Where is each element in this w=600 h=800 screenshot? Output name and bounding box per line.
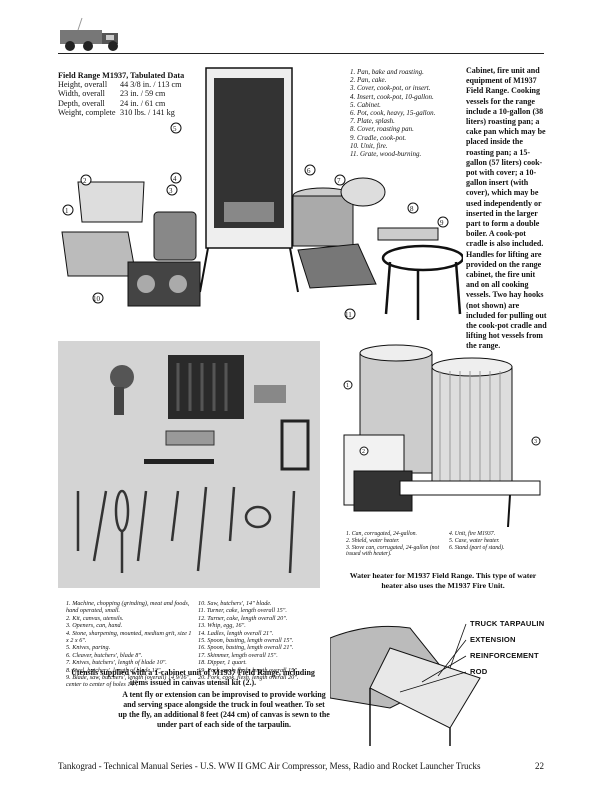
footer-text: Tankograd - Technical Manual Series - U.… (58, 761, 481, 771)
svg-text:8: 8 (410, 205, 414, 213)
list-item: 9. Blade, saw, butchers', length (overal… (66, 674, 191, 689)
list-item: 6. Pot, cook, heavy, 15-gallon. (350, 109, 436, 118)
list-item: 20. Fork, cook, flesh, length overall 20… (198, 674, 299, 682)
utensils-list-left: 1. Machine, chopping (grinding), meat an… (66, 600, 194, 689)
utensils-photo (58, 341, 320, 588)
tent-caption: A tent fly or extension can be improvise… (118, 690, 330, 729)
header-rule (58, 53, 544, 54)
list-item: 14. Ladles, length overall 21". (198, 629, 274, 637)
svg-text:3: 3 (534, 439, 537, 445)
list-item: 16. Spoon, basting, length overall 21". (198, 644, 294, 652)
list-item: 15. Spoon, basting, length overall 15". (198, 637, 294, 645)
list-item: 13. Whip, egg, 16". (198, 622, 246, 630)
svg-text:2: 2 (83, 177, 87, 185)
list-item: 7. Plate, splash. (350, 117, 395, 126)
tarp-label-tarpaulin: TRUCK TARPAULIN (470, 619, 545, 628)
list-item: 19. Fork, cook, flesh, length overall 15… (198, 666, 299, 674)
list-item: 3. Openers, can, hand. (66, 622, 123, 630)
list-item: 17. Skimmer, length overall 15". (198, 651, 278, 659)
svg-text:6: 6 (307, 167, 311, 175)
svg-text:4: 4 (173, 175, 177, 183)
svg-text:7: 7 (337, 177, 341, 185)
list-item: 5. Case, water heater. (449, 537, 500, 544)
list-item: 11. Turner, cake, length overall 15". (198, 607, 287, 615)
list-item: 1. Pan, bake and roasting. (350, 68, 424, 76)
svg-text:1: 1 (65, 207, 69, 215)
tarpaulin-diagram (330, 623, 481, 746)
page-footer: Tankograd - Technical Manual Series - U.… (58, 761, 544, 771)
list-item: 3. Stove can, corrugated, 24-gallon (not… (346, 544, 440, 558)
list-item: 7. Knives, butchers', length of blade 10… (66, 659, 167, 667)
list-item: 5. Knives, paring. (66, 644, 111, 652)
list-item: 1. Can, corrugated, 24-gallon. (346, 531, 418, 537)
svg-text:5: 5 (173, 125, 177, 133)
list-item: 2. Pan, cake. (350, 76, 387, 85)
svg-text:10: 10 (93, 295, 101, 303)
list-item: 2. Kit, canvas, utensils. (66, 614, 124, 622)
range-parts-list: 1. Pan, bake and roasting. 2. Pan, cake.… (350, 68, 460, 158)
tabulated-title: Field Range M1937, Tabulated Data (58, 71, 185, 80)
utensils-list-right: 10. Saw, butchers', 14" blade. 11. Turne… (198, 600, 324, 681)
svg-text:2: 2 (362, 449, 365, 455)
list-item: 18. Dipper, 1 quart. (198, 659, 247, 667)
svg-text:3: 3 (169, 187, 173, 195)
list-item: 1. Machine, chopping (grinding), meat an… (66, 600, 190, 615)
list-item: 10. Saw, butchers', 14" blade. (198, 600, 272, 607)
field-range-illustration: 1 2 3 4 5 6 7 8 9 10 11 (61, 67, 463, 320)
list-item: 3. Cover, cook-pot, or insert. (350, 84, 431, 93)
water-heater-illustration: 1 3 2 (343, 344, 541, 528)
list-item: 6. Stand (part of stand). (449, 544, 505, 551)
list-item: 8. Steel, butchers', length of blade 12"… (66, 666, 163, 674)
svg-text:1: 1 (346, 383, 349, 389)
water-heater-caption: Water heater for M1937 Field Range. This… (349, 571, 537, 590)
tabulated-data: Field Range M1937, Tabulated Data Height… (58, 71, 198, 118)
list-item: 9. Cradle, cook-pot. (350, 133, 407, 142)
list-item: 2. Shield, water heater. (346, 537, 400, 544)
list-item: 4. Stone, sharpening, mounted, medium gr… (66, 629, 192, 645)
utensils-caption: Utensils supplied with a 1-cabinet unit … (71, 668, 315, 687)
list-item: 4. Unit, fire M1937. (449, 531, 496, 537)
svg-text:9: 9 (440, 219, 444, 227)
list-item: 8. Cover, roasting pan. (350, 125, 414, 134)
list-item: 10. Unit, fire. (350, 141, 388, 150)
tarp-label-reinforcement: REINFORCEMENT (470, 651, 539, 660)
list-item: 4. Insert, cook-pot, 10-gallon. (350, 92, 434, 101)
range-description: Cabinet, fire unit and equipment of M193… (466, 66, 547, 351)
list-item: 11. Grate, wood-burning. (350, 150, 422, 159)
svg-text:11: 11 (345, 311, 352, 319)
list-item: 5. Cabinet. (350, 100, 381, 109)
tarp-label-rod: ROD (470, 667, 488, 676)
water-heater-parts-list: 1. Can, corrugated, 24-gallon. 2. Shield… (346, 531, 546, 558)
tarp-label-extension: EXTENSION (470, 635, 516, 644)
list-item: 12. Turner, cake, length overall 20". (198, 614, 288, 622)
page-number: 22 (535, 761, 544, 771)
truck-logo (60, 17, 118, 51)
list-item: 6. Cleaver, butchers', blade 8". (66, 651, 143, 659)
